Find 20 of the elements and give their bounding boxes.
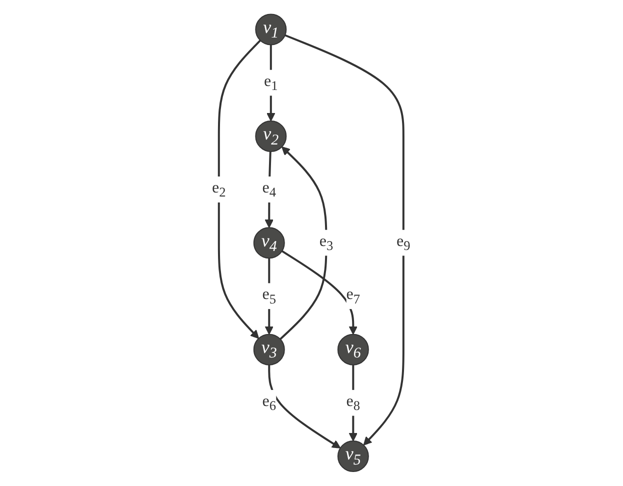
edge-label: e$_{6}$ bbox=[262, 392, 276, 414]
node-circle: v$_{3}$ bbox=[254, 334, 286, 366]
arrow bbox=[285, 34, 405, 446]
edge-label: e$_{8}$ bbox=[346, 392, 360, 414]
arrow bbox=[280, 146, 328, 340]
edge-label: e$_{9}$ bbox=[396, 232, 411, 254]
edge-label: e$_{7}$ bbox=[346, 286, 360, 306]
arrow bbox=[268, 364, 342, 449]
node-circle: v$_{4}$ bbox=[254, 227, 286, 259]
edge-label: e$_{4}$ bbox=[262, 180, 276, 200]
arrow bbox=[282, 250, 358, 335]
edge-label: e$_{2}$ bbox=[212, 180, 226, 200]
arrow bbox=[218, 40, 262, 339]
node-circle: v$_{1}$ bbox=[256, 14, 287, 46]
node-circle: v$_{5}$ bbox=[338, 440, 370, 472]
edge-label: e$_{5}$ bbox=[262, 286, 276, 306]
node-circle: v$_{6}$ bbox=[338, 334, 370, 366]
edge-label: e$_{1}$ bbox=[264, 72, 278, 94]
edge-label: e$_{3}$ bbox=[320, 232, 334, 254]
node-circle: v$_{2}$ bbox=[256, 120, 287, 152]
